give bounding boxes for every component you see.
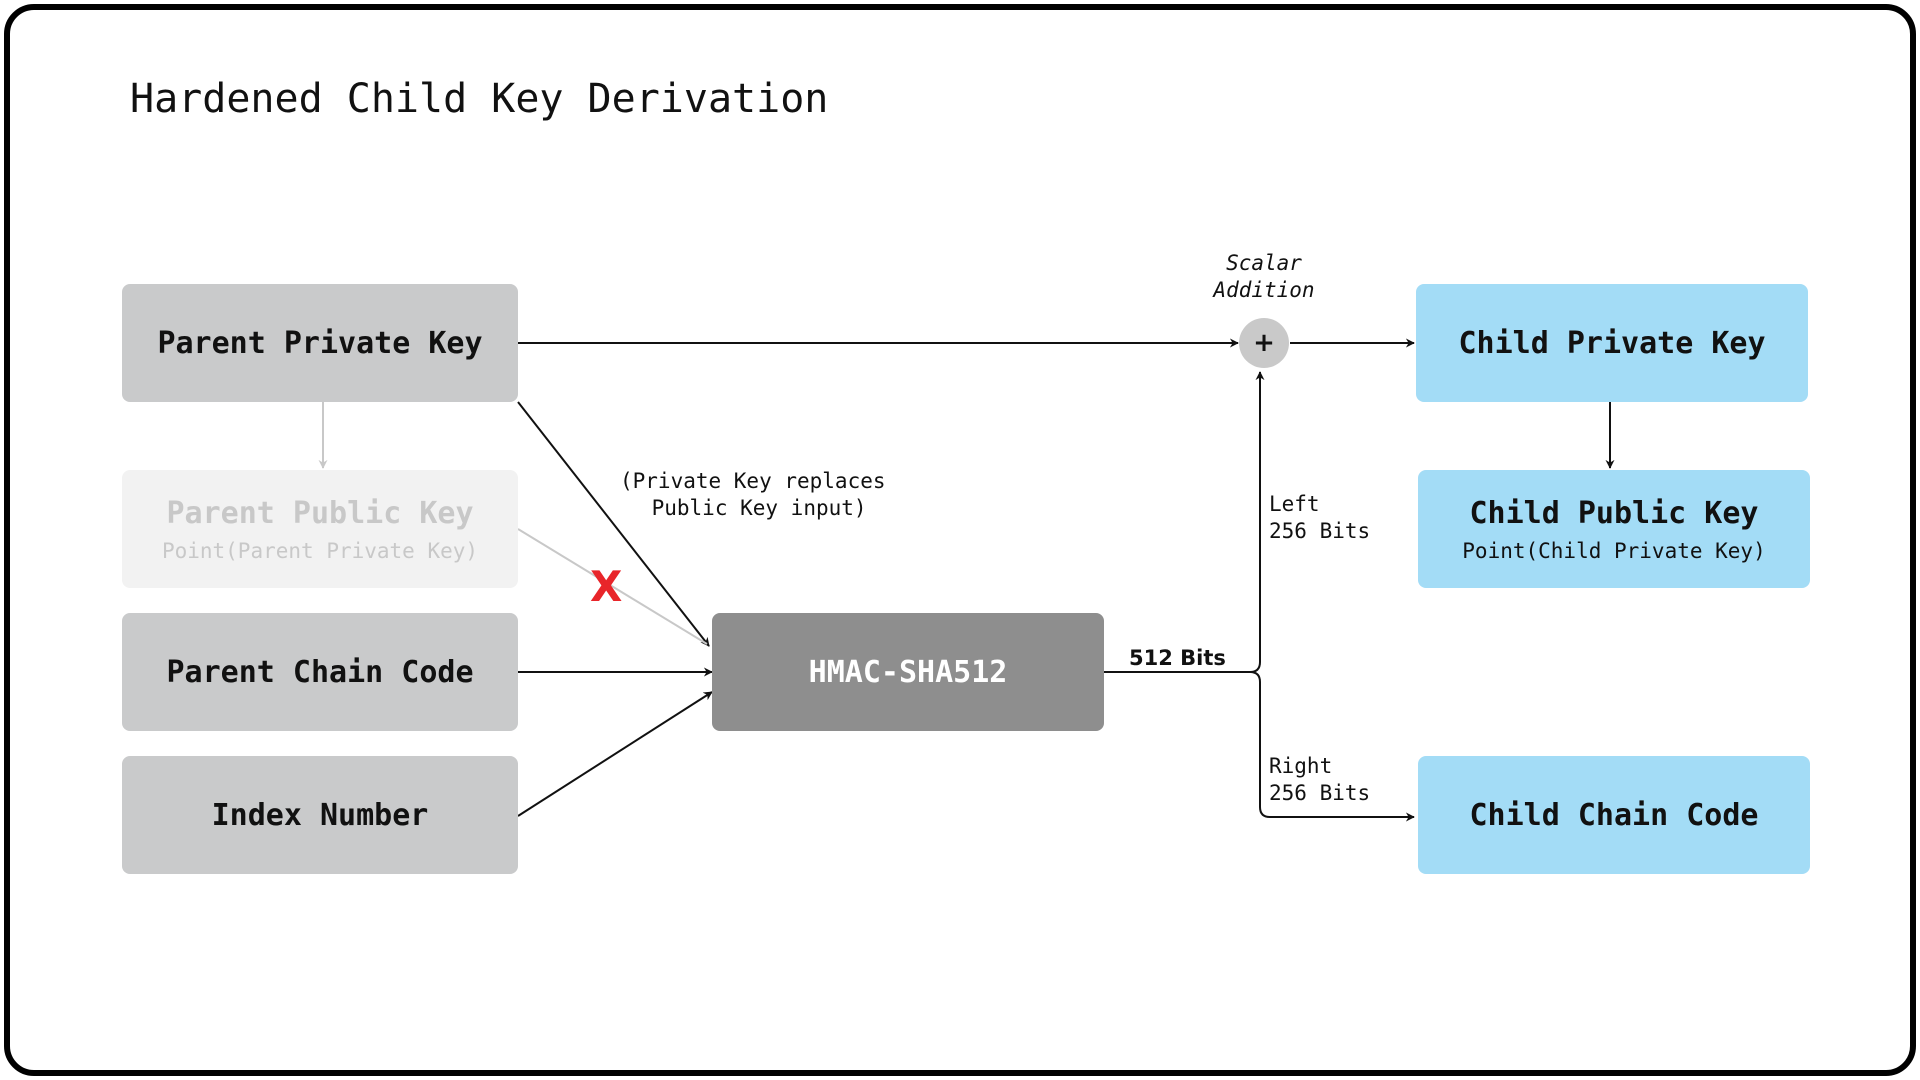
scalar-addition-label: Scalar Addition: [1213, 251, 1315, 302]
parent-private-key-label: Parent Private Key: [157, 325, 483, 361]
line-hmac-output: [1102, 371, 1265, 673]
index-number-label: Index Number: [211, 797, 429, 833]
parent-chain-code-node: Parent Chain Code: [122, 613, 518, 731]
child-private-key-label: Child Private Key: [1458, 325, 1766, 361]
parent-private-key-node: Parent Private Key: [122, 284, 518, 402]
arrow-private-to-hmac: [517, 401, 710, 647]
child-chain-code-node: Child Chain Code: [1418, 756, 1810, 874]
arrow-public-to-hmac-blocked: [517, 528, 708, 645]
parent-public-key-node: Parent Public Key Point(Parent Private K…: [122, 470, 518, 588]
connector-lines: [318, 338, 1615, 822]
blocked-x-mark: X: [590, 562, 623, 611]
parent-chain-code-label: Parent Chain Code: [166, 654, 474, 690]
child-public-key-node: Child Public Key Point(Child Private Key…: [1418, 470, 1810, 588]
diagram-frame: Hardened Child Key Derivation: [4, 4, 1916, 1076]
right-256-bits-label: Right 256 Bits: [1269, 754, 1371, 805]
parent-public-key-label: Parent Public Key: [166, 495, 474, 531]
arrow-index-to-hmac: [517, 691, 713, 817]
child-public-key-label: Child Public Key: [1469, 495, 1759, 531]
private-key-replaces-note: (Private Key replaces Public Key input): [620, 469, 886, 520]
index-number-node: Index Number: [122, 756, 518, 874]
left-256-bits-label: Left 256 Bits: [1269, 492, 1371, 543]
hmac-output-bits-label: 512 Bits: [1129, 646, 1226, 670]
scalar-addition-operator: +: [1239, 318, 1289, 368]
child-public-key-sublabel: Point(Child Private Key): [1462, 538, 1766, 563]
diagram-title: Hardened Child Key Derivation: [130, 76, 829, 122]
hmac-sha512-label: HMAC-SHA512: [808, 654, 1008, 690]
child-private-key-node: Child Private Key: [1416, 284, 1808, 402]
child-chain-code-label: Child Chain Code: [1469, 797, 1759, 833]
arrow-right-256-to-child-chain: [1249, 671, 1415, 822]
parent-public-key-sublabel: Point(Parent Private Key): [161, 538, 479, 563]
hmac-sha512-node: HMAC-SHA512: [712, 613, 1104, 731]
